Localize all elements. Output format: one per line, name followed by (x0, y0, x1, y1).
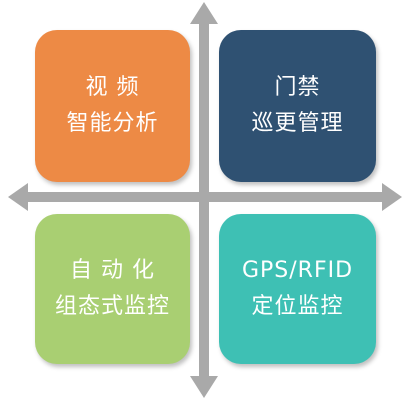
quadrant-title: 门禁 (274, 75, 321, 100)
arrow-right-icon (382, 183, 402, 211)
quadrant-video-analytics: 视 频 智能分析 (35, 30, 190, 182)
quadrant-subtitle: 定位监控 (251, 294, 344, 319)
quadrant-subtitle: 智能分析 (66, 111, 159, 136)
arrow-left-icon (8, 183, 28, 211)
arrow-up-icon (190, 2, 218, 24)
horizontal-axis (8, 183, 402, 211)
horizontal-axis-shaft (24, 192, 384, 202)
quadrant-access-patrol: 门禁 巡更管理 (219, 30, 376, 182)
arrow-down-icon (190, 376, 218, 398)
quadrant-subtitle: 组态式监控 (54, 294, 170, 319)
quadrant-title: 视 频 (85, 75, 140, 100)
quadrant-gps-rfid-tracking: GPS/RFID 定位监控 (219, 214, 376, 364)
quadrant-title: GPS/RFID (241, 258, 354, 283)
quadrant-title: 自 动 化 (70, 258, 155, 283)
quadrant-subtitle: 巡更管理 (251, 111, 344, 136)
quadrant-scada-monitoring: 自 动 化 组态式监控 (35, 214, 190, 364)
